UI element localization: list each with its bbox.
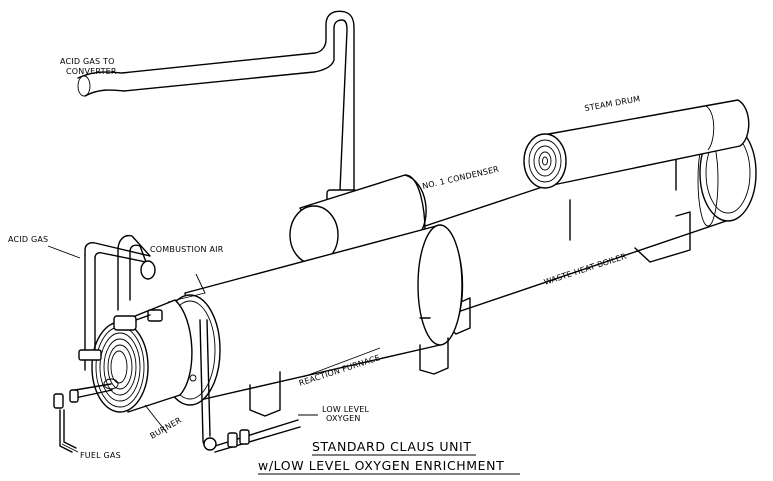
leader-lines xyxy=(47,245,381,453)
acid-gas-pipe xyxy=(78,242,151,371)
title-line-1: STANDARD CLAUS UNIT xyxy=(312,439,472,454)
acid-gas-outlet-pipe xyxy=(77,10,359,213)
label-acid-gas-to-converter-1: ACID GAS TO xyxy=(60,57,115,66)
combustion-air-pipe xyxy=(113,234,163,331)
low-level-oxygen-pipe xyxy=(199,319,301,453)
label-acid-gas: ACID GAS xyxy=(8,235,48,244)
label-combustion-air: COMBUSTION AIR xyxy=(150,245,224,254)
label-acid-gas-to-converter-2: CONVERTER xyxy=(66,67,117,76)
title-line-2: w/LOW LEVEL OXYGEN ENRICHMENT xyxy=(258,458,504,473)
label-low-level-oxygen-2: OXYGEN xyxy=(326,414,361,423)
steam-drum xyxy=(523,99,750,189)
burner-assembly xyxy=(74,299,193,413)
fuel-gas-pipe xyxy=(53,389,79,453)
label-steam-drum: STEAM DRUM xyxy=(584,94,641,113)
label-no1-condenser: NO. 1 CONDENSER xyxy=(421,164,500,190)
label-burner: BURNER xyxy=(149,415,184,440)
drawing-title: STANDARD CLAUS UNIT w/LOW LEVEL OXYGEN E… xyxy=(258,439,520,475)
label-fuel-gas: FUEL GAS xyxy=(80,451,121,460)
label-waste-heat-boiler: WASTE HEAT BOILER xyxy=(543,252,628,287)
label-low-level-oxygen-1: LOW LEVEL xyxy=(322,405,370,414)
